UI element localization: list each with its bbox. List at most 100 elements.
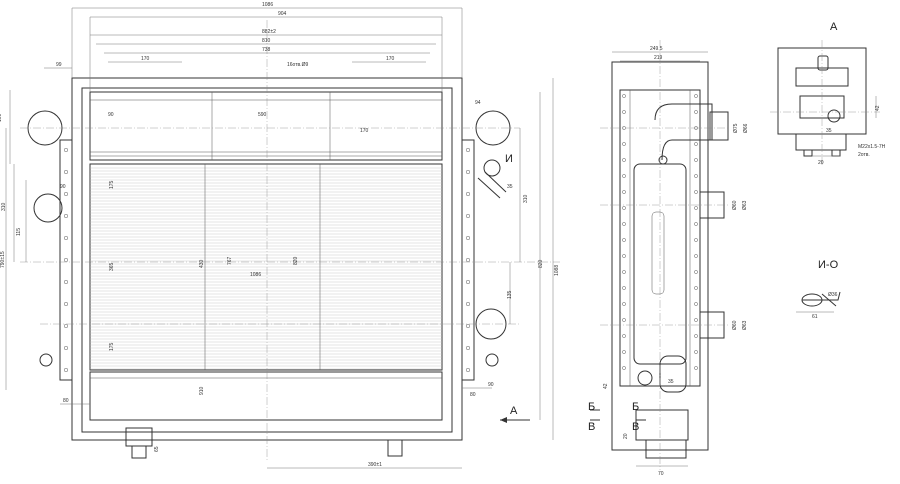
- dim-holes-note: 16отв.Ø9: [287, 62, 308, 68]
- bolt-hole: [694, 142, 698, 146]
- bolt-hole: [694, 334, 698, 338]
- side-bolt-holes: [622, 94, 698, 370]
- dim-right-1088: 1088: [554, 265, 560, 276]
- bolt-hole: [622, 334, 626, 338]
- bolt-hole: [694, 318, 698, 322]
- side-window: [651, 211, 665, 295]
- bolt-hole: [694, 174, 698, 178]
- bolt-hole: [694, 222, 698, 226]
- dim-inside-767: 767: [227, 256, 233, 265]
- dim-inside-365: 365: [109, 262, 115, 271]
- dim-side-35: 35: [668, 379, 674, 385]
- bolt-hole: [622, 254, 626, 258]
- view-i-title: И-О: [818, 259, 839, 271]
- bolt-hole: [694, 302, 698, 306]
- dim-left-790: 790±15: [0, 251, 6, 268]
- bolt-hole: [465, 301, 471, 307]
- side-bottom-block: [635, 409, 689, 441]
- left-bolt-holes: [63, 147, 69, 373]
- bolt-hole: [694, 350, 698, 354]
- dim-side-d63a: Ø63: [742, 200, 748, 210]
- right-side-plate: [461, 139, 475, 381]
- bolt-hole: [465, 235, 471, 241]
- label-section-b-left: Б: [588, 401, 595, 413]
- dim-side-42: 42: [603, 383, 609, 389]
- dim-inside-90b: 90: [60, 184, 66, 190]
- side-upper-pipe: [654, 103, 713, 161]
- dim-left-115: 115: [16, 228, 22, 236]
- bolt-hole: [694, 158, 698, 162]
- core-fins: [90, 167, 442, 370]
- dim-inside-35: 35: [507, 184, 513, 190]
- dim-width-810: 810: [262, 38, 271, 44]
- view-a-plug: [827, 109, 841, 123]
- dim-hole-pitch-right: 170: [386, 56, 395, 62]
- view-a: А 42 35 20 M22x1.5-7H 2отв.: [770, 21, 886, 166]
- dim-side-219: 219: [654, 55, 663, 61]
- dim-right-820: 820: [538, 259, 544, 268]
- bolt-hole: [465, 169, 471, 175]
- bolt-hole: [465, 345, 471, 351]
- bolt-hole: [63, 213, 69, 219]
- front-view: [5, 7, 560, 469]
- dim-inside-910: 910: [199, 386, 205, 395]
- dim-side-d60b: Ø60: [732, 320, 738, 330]
- drain-fitting: [125, 427, 153, 447]
- bolt-hole: [622, 318, 626, 322]
- bolt-hole: [63, 169, 69, 175]
- bolt-hole: [694, 110, 698, 114]
- view-a-title: А: [830, 21, 838, 33]
- bolt-hole: [465, 147, 471, 153]
- dim-inside-135: 135: [507, 290, 513, 299]
- dim-width-904: 904: [278, 11, 287, 17]
- dim-left-310: 310: [1, 202, 7, 211]
- dim-inside-310: 310: [523, 194, 529, 203]
- side-view: [590, 40, 730, 470]
- dim-hole-pitch-left: 170: [141, 56, 150, 62]
- bolt-hole: [694, 190, 698, 194]
- dim-side-d66: Ø66: [743, 123, 749, 133]
- bolt-hole: [622, 366, 626, 370]
- dim-inside-820: 820: [293, 256, 299, 265]
- label-arrow-a: А: [510, 405, 518, 417]
- dim-view-i-61: 61: [812, 314, 818, 320]
- dim-inside-590: 590: [258, 112, 267, 118]
- dim-bottom-80a: 80: [63, 398, 69, 404]
- bolt-hole: [622, 238, 626, 242]
- dim-inside-175a: 175: [109, 180, 115, 189]
- dim-side-d75: Ø75: [733, 123, 739, 133]
- bolt-hole: [63, 279, 69, 285]
- bolt-hole: [622, 222, 626, 226]
- view-i: И-О Ø36 61: [796, 259, 841, 320]
- dim-width-882: 882±2: [262, 29, 276, 35]
- pipe-left-mid: [33, 193, 63, 223]
- dim-inside-170: 170: [360, 128, 369, 134]
- side-upper-pipe-end: [709, 111, 729, 141]
- dim-side-20: 20: [623, 433, 629, 439]
- bolt-hole: [63, 147, 69, 153]
- dim-width-738: 738: [262, 47, 271, 53]
- dim-bottom-390: 390±1: [368, 462, 382, 468]
- bolt-hole: [694, 238, 698, 242]
- bolt-hole: [465, 367, 471, 373]
- dim-inside-175b: 175: [109, 342, 115, 351]
- bolt-hole: [622, 110, 626, 114]
- bolt-hole: [622, 206, 626, 210]
- bolt-hole: [622, 126, 626, 130]
- bolt-hole: [694, 206, 698, 210]
- label-section-i: И: [505, 153, 513, 165]
- side-drain-plug: [637, 370, 653, 386]
- bolt-hole: [465, 257, 471, 263]
- view-a-holes-note: 2отв.: [858, 152, 870, 158]
- bolt-hole: [63, 367, 69, 373]
- bolt-hole: [694, 366, 698, 370]
- bolt-hole: [63, 235, 69, 241]
- bolt-hole: [622, 350, 626, 354]
- dim-side-70: 70: [658, 471, 664, 477]
- dim-side-d60a: Ø60: [732, 200, 738, 210]
- dim-view-a-35: 35: [826, 128, 832, 134]
- view-a-thread-note: M22x1.5-7H: [858, 144, 886, 150]
- dim-view-a-20: 20: [818, 160, 824, 166]
- bolt-hole: [622, 174, 626, 178]
